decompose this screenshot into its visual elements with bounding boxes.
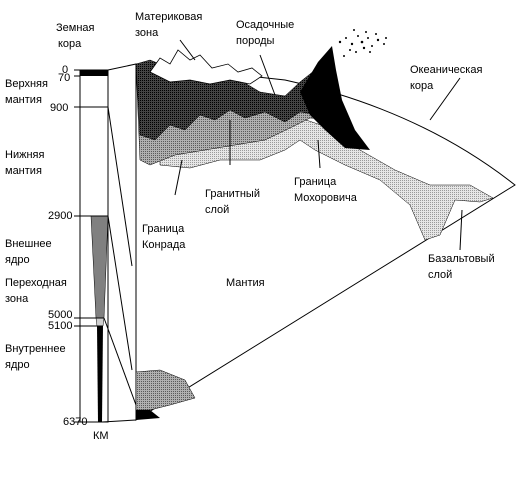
label-granitsa-konrada-2: Конрада	[142, 239, 186, 251]
label-nizhnyaya-mantiya-2: мантия	[5, 165, 42, 177]
label-nizhnyaya-mantiya-1: Нижняя	[5, 149, 44, 161]
label-verkhnyaya-mantiya-1: Верхняя	[5, 78, 48, 90]
diagram-labels: Земная кора 0 70 Верхняя мантия 900 Нижн…	[5, 11, 495, 442]
depth-tick-5100: 5100	[48, 320, 72, 332]
connector-lines	[101, 63, 137, 423]
ash-plume	[338, 29, 387, 57]
leader-lines	[174, 39, 463, 251]
label-perekhodnaya-zona-1: Переходная	[5, 277, 67, 289]
depth-unit: КМ	[93, 430, 109, 442]
label-zemnaya-kora-2: кора	[58, 38, 82, 50]
depth-tick-5000: 5000	[48, 309, 72, 321]
label-vnutrennee-yadro-2: ядро	[5, 359, 30, 371]
label-perekhodnaya-zona-2: зона	[5, 293, 29, 305]
label-okeanicheskaya-kora-1: Океаническая	[410, 64, 482, 76]
transition-zone-band	[95, 317, 105, 327]
label-zemnaya-kora-1: Земная	[56, 22, 95, 34]
label-granitsa-mokhorovicha-1: Граница	[294, 176, 337, 188]
label-bazaltovy-sloy-1: Базальтовый	[428, 253, 495, 265]
label-granitsa-konrada-1: Граница	[142, 223, 185, 235]
label-vneshnee-yadro-2: ядро	[5, 254, 30, 266]
label-materikovaya-zona-1: Материковая	[135, 11, 202, 23]
outer-core-band	[90, 215, 109, 319]
label-osadochnye-porody-1: Осадочные	[236, 19, 294, 31]
depth-tick-900: 900	[50, 102, 68, 114]
inner-core-region	[136, 410, 160, 420]
depth-column	[74, 69, 109, 423]
label-okeanicheskaya-kora-2: кора	[410, 80, 434, 92]
label-verkhnyaya-mantiya-2: мантия	[5, 94, 42, 106]
label-granitsa-mokhorovicha-2: Мохоровича	[294, 192, 358, 204]
label-osadochnye-porody-2: породы	[236, 35, 274, 47]
label-granitny-sloy-2: слой	[205, 204, 229, 216]
depth-tick-0: 0	[62, 64, 68, 76]
label-bazaltovy-sloy-2: слой	[428, 269, 452, 281]
inner-core-band	[97, 326, 103, 422]
label-mantiya: Мантия	[226, 277, 265, 289]
crust-band	[80, 70, 108, 76]
label-vnutrennee-yadro-1: Внутреннее	[5, 343, 66, 355]
continental-surface	[149, 49, 263, 85]
depth-tick-70: 70	[58, 72, 70, 84]
label-vneshnee-yadro-1: Внешнее	[5, 238, 52, 250]
earth-wedge	[135, 29, 516, 421]
label-materikovaya-zona-2: зона	[135, 27, 159, 39]
depth-tick-2900: 2900	[48, 210, 72, 222]
label-granitny-sloy-1: Гранитный	[205, 188, 260, 200]
ocean-ridge	[300, 46, 370, 150]
depth-tick-6370: 6370	[63, 416, 87, 428]
